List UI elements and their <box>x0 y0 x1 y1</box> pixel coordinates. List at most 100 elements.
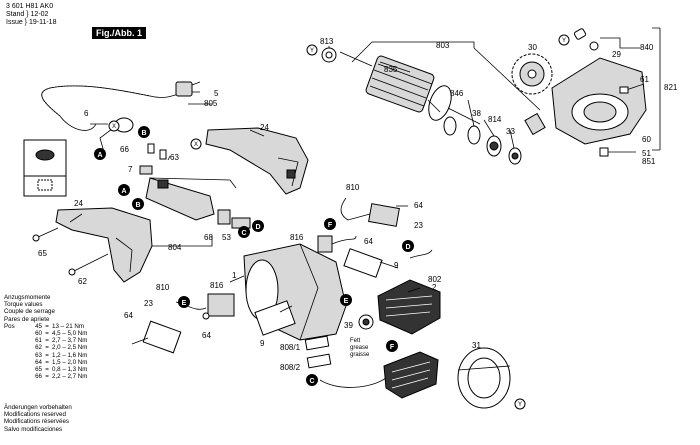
plate-23 <box>368 203 400 227</box>
issue-value: 19-11-18 <box>28 19 57 26</box>
screw-65 <box>35 227 59 239</box>
callout-38: 38 <box>472 109 481 118</box>
callout-60: 60 <box>642 135 651 144</box>
svg-text:B: B <box>141 130 146 137</box>
part-7 <box>139 165 153 175</box>
callout-23-right: 23 <box>414 221 423 230</box>
svg-text:C: C <box>241 230 246 237</box>
torque-row: 60=4,5 – 5,0 Nm <box>35 330 88 338</box>
screw-63 <box>159 149 167 160</box>
callout-810-right: 810 <box>346 183 360 192</box>
handle-half-upper <box>205 127 309 195</box>
armature-group <box>321 27 661 165</box>
callout-30: 30 <box>528 43 537 52</box>
callout-808-1: 808/1 <box>280 343 301 352</box>
marker-f-bottom <box>386 340 398 352</box>
svg-text:B: B <box>135 202 140 209</box>
marker-a-left <box>94 148 106 160</box>
svg-text:F: F <box>390 344 395 351</box>
marker-b <box>132 198 144 210</box>
callout-804: 804 <box>168 243 182 252</box>
svg-text:graisse: graisse <box>350 352 370 358</box>
brush-holder-left <box>207 293 235 317</box>
callout-9-right: 9 <box>394 261 399 270</box>
switch-rod <box>145 177 237 247</box>
doc-number: 3 601 H81 AK0 <box>6 3 54 10</box>
modifications-note: Änderungen vorbehalten Modifications res… <box>4 404 72 433</box>
plate-808-2 <box>306 353 332 369</box>
gear-housing <box>551 57 647 145</box>
torque-row: 66=2,2 – 2,7 Nm <box>35 373 88 381</box>
callout-805: 805 <box>204 99 218 108</box>
callout-816-left: 816 <box>210 281 224 290</box>
callout-821: 821 <box>664 83 678 92</box>
plug <box>175 81 193 97</box>
grease-note: Fett grease graisse <box>350 338 370 358</box>
svg-text:C: C <box>309 378 314 385</box>
callout-1: 1 <box>232 271 237 280</box>
torque-title-fr: Couple de serrage <box>4 308 55 316</box>
marker-d-mid <box>252 220 264 232</box>
end-shield <box>457 347 511 409</box>
callout-803: 803 <box>436 41 450 50</box>
leader-lines <box>69 37 640 313</box>
callout-68: 68 <box>204 233 213 242</box>
svg-text:grease: grease <box>350 345 369 351</box>
issue-label: Issue <box>6 19 23 26</box>
svg-text:D: D <box>405 244 410 251</box>
callout-61: 61 <box>640 75 649 84</box>
callout-23-left: 23 <box>144 299 153 308</box>
callout-29: 29 <box>612 50 621 59</box>
callout-51: 51 <box>642 149 651 158</box>
power-cord <box>41 81 201 131</box>
svg-text:A: A <box>121 188 126 195</box>
part-68 <box>217 209 231 225</box>
svg-text:Fett: Fett <box>350 338 361 344</box>
screw-62 <box>71 253 109 273</box>
marker-e-left <box>178 296 190 308</box>
callout-840: 840 <box>640 43 654 52</box>
marker-y-right <box>558 34 570 46</box>
stator <box>383 351 439 399</box>
torque-row: 61=2,7 – 3,7 Nm <box>35 337 88 345</box>
plate-808-1 <box>304 335 330 351</box>
svg-text:E: E <box>344 298 349 305</box>
torque-title-es: Pares de apriete <box>4 315 50 323</box>
screw-66 <box>147 143 155 154</box>
callout-66: 66 <box>120 145 129 154</box>
callout-816-mid: 816 <box>290 233 304 242</box>
torque-title-de: Anzugsmomente <box>4 294 51 301</box>
figure-label: Fig./Abb. 1 <box>92 27 146 39</box>
letter-markers: B A A B C D F D E E F C <box>94 126 414 386</box>
svg-text:Y: Y <box>562 38 566 44</box>
plate-23-left <box>142 320 182 354</box>
brush-holder <box>317 235 333 253</box>
callout-53: 53 <box>222 233 231 242</box>
svg-text:D: D <box>255 224 260 231</box>
callout-31: 31 <box>472 341 481 350</box>
part-53 <box>231 217 251 229</box>
svg-text:E: E <box>182 300 187 307</box>
stand-label: Stand <box>6 11 25 18</box>
svg-text:F: F <box>328 222 333 229</box>
callout-64-bottom: 64 <box>202 331 211 340</box>
callout-62: 62 <box>78 277 87 286</box>
marker-x-handle <box>190 138 202 150</box>
callout-835: 835 <box>384 65 398 74</box>
callout-6: 6 <box>84 109 89 118</box>
svg-text:Y: Y <box>310 48 314 54</box>
callout-9-left: 9 <box>260 339 265 348</box>
marker-x-cord <box>108 120 120 132</box>
bevel-gear <box>511 53 553 95</box>
svg-text:Y: Y <box>518 402 522 408</box>
callout-808-2: 808/2 <box>280 363 301 372</box>
callout-5: 5 <box>214 89 219 98</box>
callout-64-top: 64 <box>414 201 423 210</box>
reference-markers: Y X X Y Y <box>108 34 570 410</box>
stand-value: 12-02 <box>30 11 49 18</box>
callout-64-left: 64 <box>124 311 133 320</box>
callout-2: 2 <box>432 283 437 292</box>
marker-a <box>118 184 130 196</box>
